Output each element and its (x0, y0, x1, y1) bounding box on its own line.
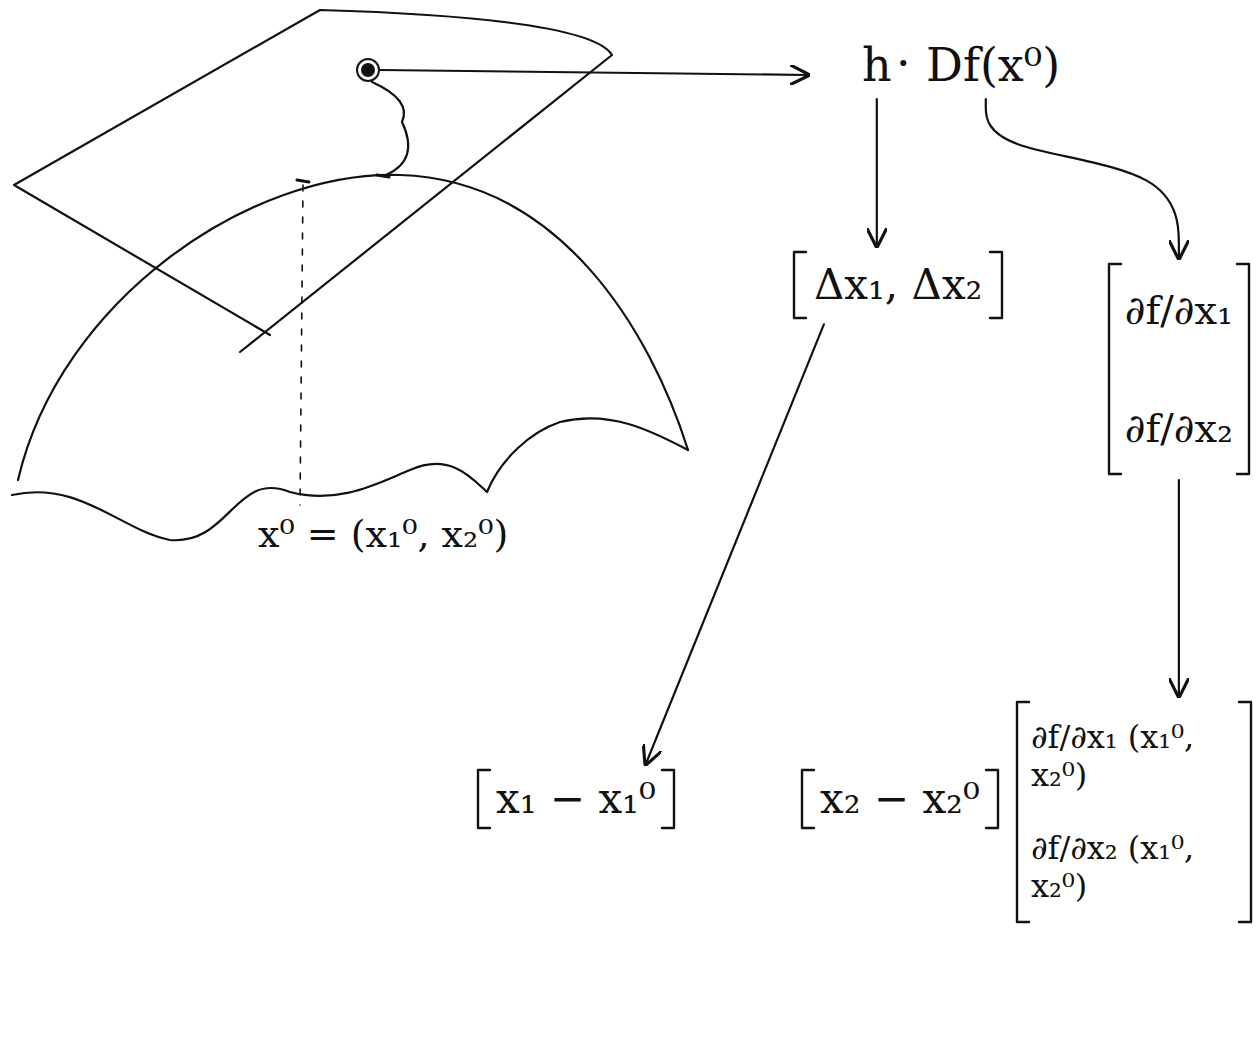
bracket-matrix: x₁ − x₁⁰ (476, 768, 676, 830)
connector (876, 99, 878, 246)
bracket-path (802, 770, 998, 828)
squiggle-leader (372, 82, 408, 175)
bracket-path (794, 252, 1002, 318)
math-text: ∂f/∂x₁ (1125, 286, 1233, 334)
bracket-path (1017, 702, 1251, 922)
tangent-point (361, 63, 375, 77)
bracket-matrix: ∂f/∂x₁ ∂f/∂x₂ (1107, 262, 1251, 476)
math-text: ∂f/∂x₂ (1125, 404, 1233, 452)
connector (646, 324, 824, 764)
connector (986, 99, 1179, 258)
point-ring (357, 59, 379, 81)
tick-marks (297, 175, 389, 182)
math-text: Δx₁, Δx₂ (814, 260, 982, 310)
tangent-plane (14, 10, 612, 352)
math-text: ∂f/∂x₁ (x₁⁰, x₂⁰) (1031, 718, 1237, 795)
connector (1178, 480, 1180, 696)
math-term: Df(x⁰) (920, 36, 1066, 95)
dashed-projection (300, 185, 303, 505)
bracket-matrix: x₂ − x₂⁰ (800, 768, 1000, 830)
bracket-matrix: Δx₁, Δx₂ (792, 250, 1004, 320)
math-label: x⁰ = (x₁⁰, x₂⁰) (258, 512, 508, 558)
math-text: x₂ − x₂⁰ (820, 774, 980, 824)
surface-dome (18, 175, 688, 480)
math-text: h (862, 38, 892, 93)
leader-arrow (380, 70, 808, 75)
bracket-path (1109, 264, 1249, 474)
bracket-matrix: ∂f/∂x₁ (x₁⁰, x₂⁰) ∂f/∂x₂ (x₁⁰, x₂⁰) (1015, 700, 1253, 924)
math-term: h (856, 36, 898, 95)
math-text: ∂f/∂x₂ (x₁⁰, x₂⁰) (1031, 829, 1237, 906)
math-text: Df(x⁰) (926, 38, 1060, 93)
math-text: x₁ − x₁⁰ (496, 774, 656, 824)
math-label: · (896, 36, 911, 91)
bracket-path (478, 770, 674, 828)
